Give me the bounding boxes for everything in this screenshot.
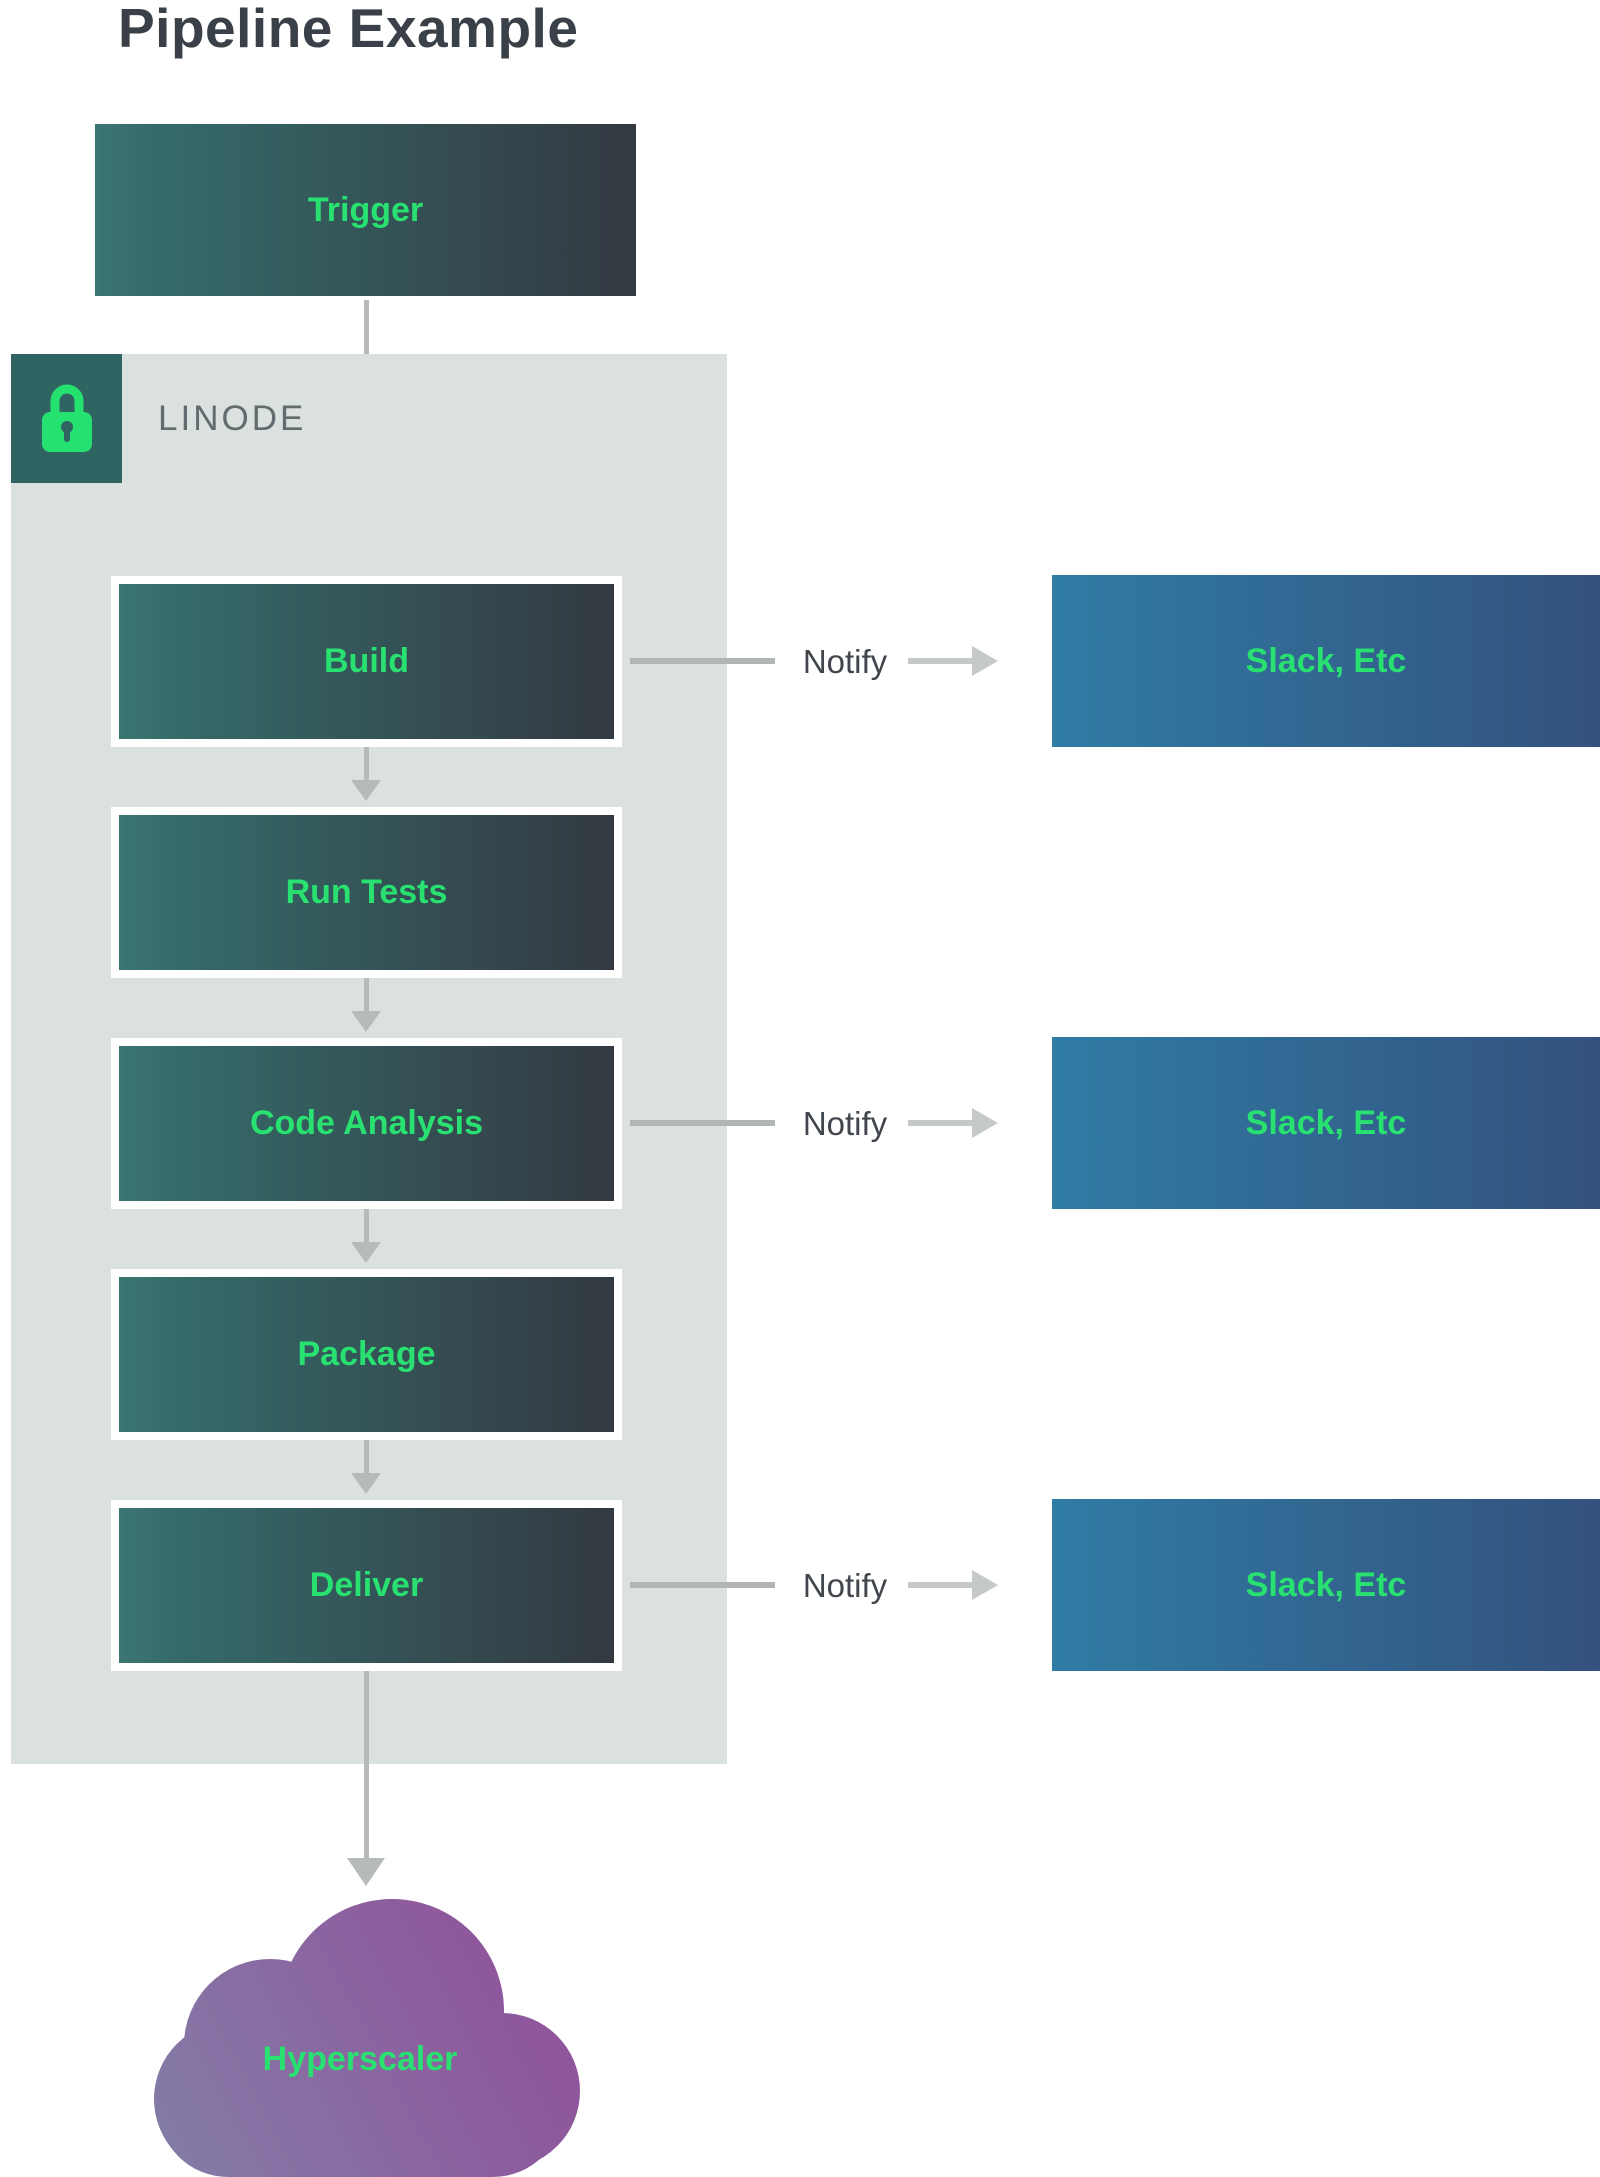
arrow-shaft xyxy=(364,1209,369,1242)
arrow-shaft xyxy=(908,658,972,664)
stage-label: Build xyxy=(324,642,409,680)
slack-label: Slack, Etc xyxy=(1245,641,1407,680)
arrow-shaft xyxy=(364,978,369,1011)
cloud-icon xyxy=(154,1899,580,2177)
stage-node-package: Package xyxy=(111,1269,622,1440)
arrow-shaft xyxy=(908,1120,972,1126)
stage-label: Code Analysis xyxy=(249,1104,484,1142)
page-title: Pipeline Example xyxy=(118,0,579,59)
connector-line xyxy=(630,1120,775,1126)
slack-label: Slack, Etc xyxy=(1245,1103,1407,1142)
cloud-label: Hyperscaler xyxy=(140,2040,580,2079)
hyperscaler-cloud xyxy=(140,1893,580,2177)
slack-node-build: Slack, Etc xyxy=(1052,575,1600,747)
arrow-head-down-icon xyxy=(351,780,381,801)
arrow-shaft xyxy=(364,1440,369,1473)
notify-label: Notify xyxy=(802,1105,888,1142)
slack-label: Slack, Etc xyxy=(1245,1565,1407,1604)
connector-line xyxy=(630,658,775,664)
padlock-icon xyxy=(41,384,92,452)
stage-node-build: Build xyxy=(111,576,622,747)
trigger-node: Trigger xyxy=(95,124,636,296)
trigger-label: Trigger xyxy=(307,190,424,229)
arrow-shaft xyxy=(364,747,369,780)
slack-node-code-analysis: Slack, Etc xyxy=(1052,1037,1600,1209)
arrow-shaft xyxy=(364,1671,369,1858)
connector-line xyxy=(630,1582,775,1588)
stage-node-run-tests: Run Tests xyxy=(111,807,622,978)
arrow-head-down-icon xyxy=(351,1473,381,1494)
notify-label: Notify xyxy=(802,643,888,680)
cloud-label-text: Hyperscaler xyxy=(262,2040,458,2078)
arrow-head-down-icon xyxy=(347,1858,385,1886)
stage-node-code-analysis: Code Analysis xyxy=(111,1038,622,1209)
arrow-head-down-icon xyxy=(351,1011,381,1032)
linode-label: LINODE xyxy=(158,398,307,438)
stage-label: Package xyxy=(297,1335,436,1373)
lock-badge xyxy=(11,354,122,483)
notify-label: Notify xyxy=(802,1567,888,1604)
stage-node-deliver: Deliver xyxy=(111,1500,622,1671)
arrow-head-right-icon xyxy=(972,1108,998,1138)
arrow-head-right-icon xyxy=(972,1570,998,1600)
stage-label: Run Tests xyxy=(285,873,448,911)
stage-label: Deliver xyxy=(309,1566,424,1604)
slack-node-deliver: Slack, Etc xyxy=(1052,1499,1600,1671)
arrow-shaft xyxy=(908,1582,972,1588)
arrow-head-right-icon xyxy=(972,646,998,676)
arrow-head-down-icon xyxy=(351,1242,381,1263)
